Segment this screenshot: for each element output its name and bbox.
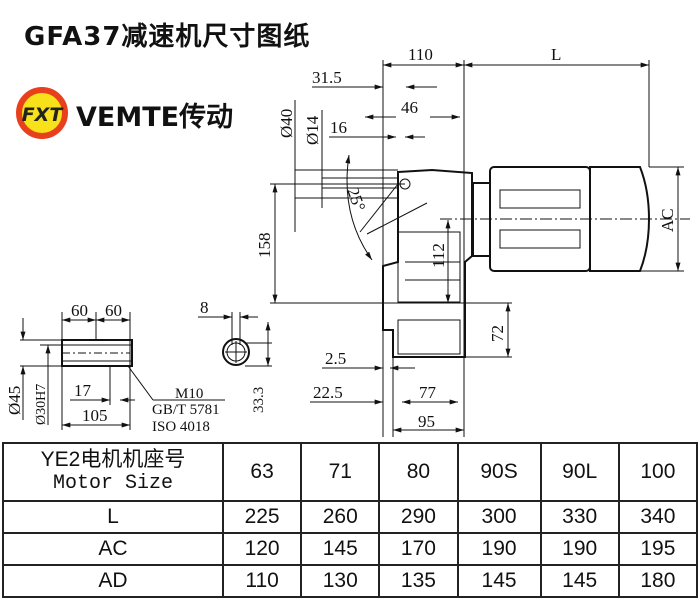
dim-phi14: Ø14: [303, 115, 322, 145]
bolt-spec: M10: [175, 386, 203, 402]
row-label: AC: [2, 532, 224, 566]
dim-105: 105: [82, 406, 108, 425]
header-en: Motor Size: [52, 472, 174, 495]
dim-16: 16: [330, 118, 347, 137]
dim-22-5: 22.5: [313, 383, 343, 402]
dim-60-left: 60: [71, 301, 88, 320]
table-cell: 190: [456, 532, 542, 566]
table-cell: 145: [456, 564, 542, 598]
dim-phi40: Ø40: [277, 109, 296, 138]
table-cell: 130: [300, 564, 381, 598]
table-row: L 225 260 290 300 330 340: [2, 500, 699, 534]
size-cell: 90S: [456, 442, 542, 502]
size-cell: 90L: [539, 442, 620, 502]
brand-name: VEMTE传动: [76, 102, 234, 133]
table-cell: 260: [300, 500, 381, 534]
dim-L: L: [551, 45, 561, 64]
header-cn: YE2电机机座号: [40, 448, 186, 471]
size-cell: 71: [300, 442, 381, 502]
table-cell: 170: [378, 532, 459, 566]
bolt-standard-iso: ISO 4018: [152, 419, 210, 435]
dim-17: 17: [74, 381, 92, 400]
motor-size-table: YE2电机机座号 Motor Size 63 71 80 90S 90L 100…: [2, 442, 699, 598]
dim-72: 72: [488, 325, 507, 342]
dim-46: 46: [401, 98, 418, 117]
dim-110: 110: [408, 45, 433, 64]
table-cell: 135: [378, 564, 459, 598]
page-title: GFA37减速机尺寸图纸: [24, 22, 311, 52]
dim-angle-25: 25°: [343, 185, 369, 214]
table-cell: 145: [539, 564, 620, 598]
table-cell: 340: [617, 500, 699, 534]
table-cell: 190: [539, 532, 620, 566]
bolt-standard-gb: GB/T 5781: [152, 402, 220, 418]
size-cell: 63: [221, 442, 303, 502]
dim-phi30h7: Ø30H7: [34, 384, 49, 425]
dim-AC: AC: [658, 208, 677, 232]
dim-31-5: 31.5: [312, 68, 342, 87]
table-cell: 195: [617, 532, 699, 566]
dim-8: 8: [200, 298, 209, 317]
dim-95: 95: [418, 412, 435, 431]
dim-158: 158: [255, 233, 274, 259]
size-cell: 80: [378, 442, 459, 502]
brand-logo: FXT: [16, 87, 68, 139]
hollow-shaft-view: [20, 312, 272, 430]
dimension-drawing: FXT: [5, 45, 690, 437]
table-cell: 180: [617, 564, 699, 598]
table-cell: 225: [221, 500, 303, 534]
dim-33-3: 33.3: [251, 387, 267, 413]
dim-2-5: 2.5: [325, 349, 346, 368]
table-cell: 290: [378, 500, 459, 534]
header-motor-size: YE2电机机座号 Motor Size: [2, 442, 224, 502]
row-label: L: [2, 500, 224, 534]
row-label: AD: [2, 564, 224, 598]
svg-text:FXT: FXT: [22, 104, 65, 126]
table-header-row: YE2电机机座号 Motor Size 63 71 80 90S 90L 100: [2, 442, 699, 502]
dim-112: 112: [429, 243, 448, 268]
table-cell: 330: [539, 500, 620, 534]
table-cell: 120: [221, 532, 303, 566]
dim-60-right: 60: [105, 301, 122, 320]
table-cell: 300: [456, 500, 542, 534]
table-row: AD 110 130 135 145 145 180: [2, 564, 699, 598]
table-cell: 145: [300, 532, 381, 566]
dim-phi45: Ø45: [5, 386, 24, 415]
size-cell: 100: [617, 442, 699, 502]
table-cell: 110: [221, 564, 303, 598]
table-row: AC 120 145 170 190 190 195: [2, 532, 699, 566]
dim-77: 77: [419, 383, 437, 402]
